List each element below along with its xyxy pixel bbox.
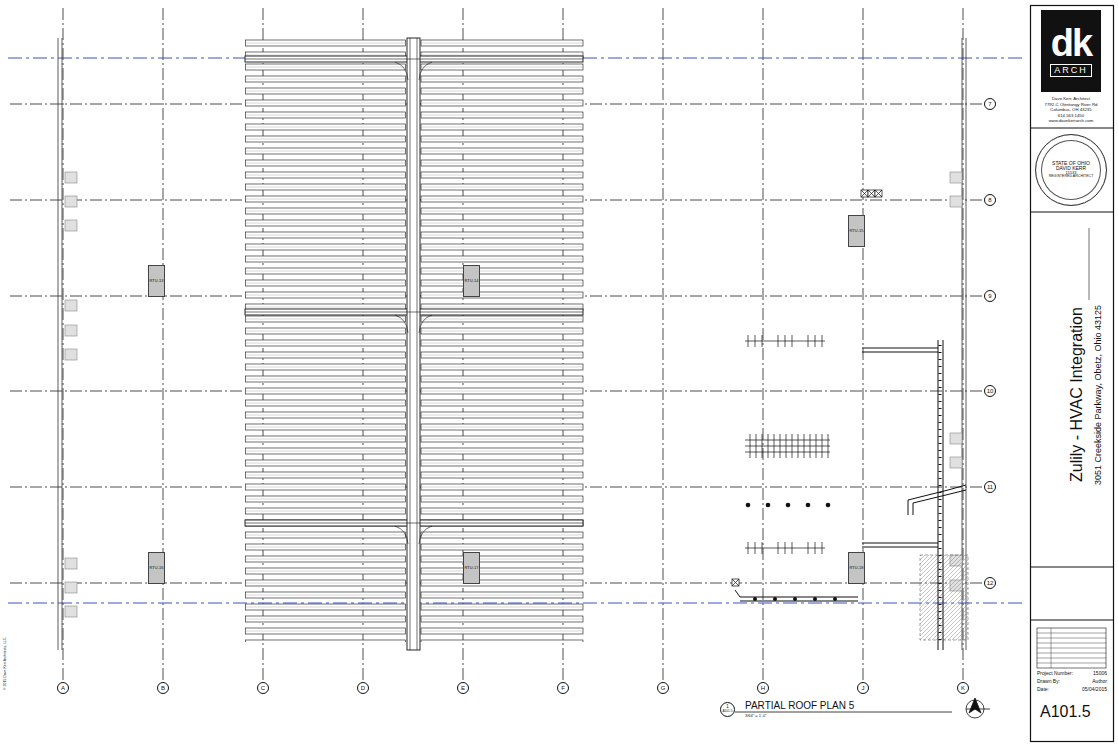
copyright-note: © 2015 Dave Kerr Architects, LLC — [4, 637, 8, 690]
node-text: A101.5 — [722, 710, 732, 713]
grid-bubble: E — [457, 682, 469, 694]
node-text: 12 — [987, 580, 994, 586]
grid-bubble: 9 — [984, 290, 996, 302]
grid-bubble: 8 — [984, 194, 996, 206]
sheet-number: A101.5 — [1040, 703, 1091, 721]
grid-bubble: G — [657, 682, 669, 694]
project-address: 3051 Creekside Parkway, Obetz, Ohio 4312… — [1094, 305, 1104, 485]
logo-letters: dk — [1051, 25, 1091, 61]
node-text: G — [661, 685, 666, 691]
node-text: REGISTERED ARCHITECT — [1049, 175, 1094, 179]
rtu-unit: RTU-16 — [148, 552, 166, 584]
address-text: 7792-C Olentangy River Rd — [1045, 103, 1098, 108]
node-text: F — [561, 685, 565, 691]
node-text: 7 — [988, 101, 991, 107]
rtu-unit: RTU-17 — [463, 552, 481, 584]
rtu-unit: RTU-13 — [148, 265, 166, 297]
grid-bubble: D — [357, 682, 369, 694]
grid-bubble: B — [157, 682, 169, 694]
field-label: Date: — [1037, 687, 1049, 693]
node-text: RTU-14 — [465, 279, 479, 283]
grid-bubble: 10 — [984, 385, 996, 397]
node-text: RTU-13 — [150, 279, 164, 283]
field-label: Drawn By: — [1037, 679, 1060, 685]
rtu-unit: RTU-14 — [463, 265, 481, 297]
grid-bubble: K — [957, 682, 969, 694]
view-bubble: 1A101.5 — [720, 702, 735, 717]
node-text: H — [761, 685, 765, 691]
architect-seal: STATE OF OHIODAVID KERR11533REGISTERED A… — [1035, 134, 1107, 206]
field-value: Author — [1092, 679, 1107, 685]
node-text: ARCH — [1050, 64, 1092, 77]
grid-bubble: C — [257, 682, 269, 694]
address-text: Dave Kerr, Architect — [1052, 97, 1090, 102]
scale-note: 3/64" = 1'-0" — [745, 714, 767, 718]
grid-bubble: 12 — [984, 577, 996, 589]
node-text: B — [161, 685, 165, 691]
address-text: Columbus, OH 43235 — [1050, 108, 1091, 113]
grid-bubble: 7 — [984, 98, 996, 110]
logo-box: dkARCH — [1041, 10, 1101, 92]
grid-bubble: J — [857, 682, 869, 694]
rtu-unit: RTU-15 — [848, 215, 866, 247]
grid-bubble: H — [757, 682, 769, 694]
node-text: K — [961, 685, 965, 691]
grid-bubble: F — [557, 682, 569, 694]
node-text: 8 — [988, 197, 991, 203]
address-text: 614.563.1450 — [1058, 114, 1084, 119]
field-label: Project Number: — [1037, 671, 1073, 677]
node-text: E — [461, 685, 465, 691]
node-text: RTU-16 — [150, 566, 164, 570]
project-title: Zulily - HVAC Integration — [1068, 308, 1086, 483]
grid-bubble: A — [57, 682, 69, 694]
node-text: C — [261, 685, 265, 691]
rtu-unit: RTU-18 — [848, 552, 866, 584]
node-text: 10 — [987, 388, 994, 394]
node-text: 9 — [988, 293, 991, 299]
node-text: RTU-17 — [465, 566, 479, 570]
node-text: J — [862, 685, 865, 691]
field-value: 15006 — [1093, 671, 1107, 677]
node-text: D — [361, 685, 365, 691]
node-text: A — [61, 685, 65, 691]
grid-bubble: 11 — [984, 481, 996, 493]
view-title: PARTIAL ROOF PLAN 5 — [745, 700, 854, 711]
node-text: RTU-18 — [850, 566, 864, 570]
node-text: 11 — [987, 484, 993, 490]
address-text: www.davekerrarch.com — [1049, 119, 1094, 124]
field-value: 05/04/2015 — [1082, 687, 1107, 693]
node-text: RTU-15 — [850, 229, 864, 233]
